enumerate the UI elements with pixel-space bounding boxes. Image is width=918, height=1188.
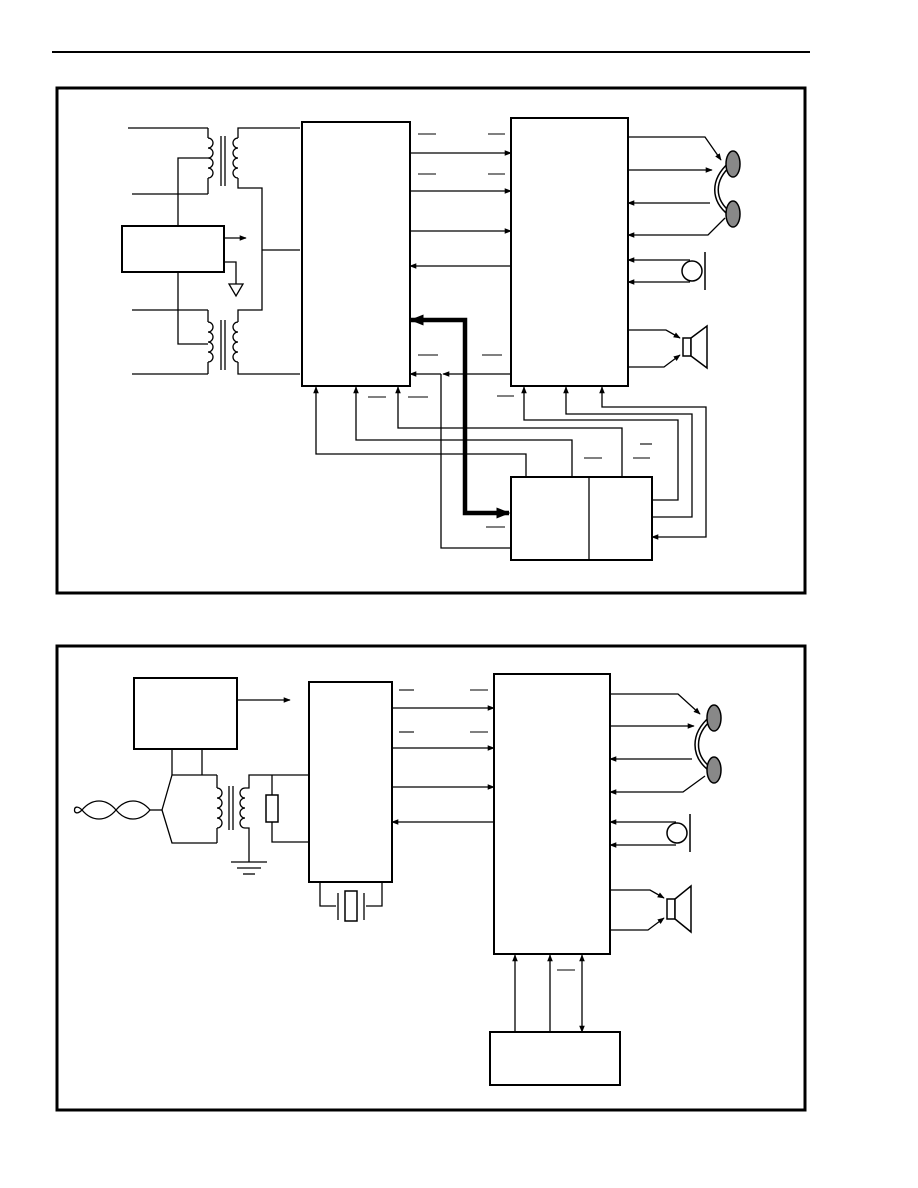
codec-processor-signals-2 [391,689,495,825]
block-left-small [121,225,225,273]
controller-feedback-lines [313,386,707,540]
resistor-icon [265,794,279,823]
speaker-icon-2 [666,884,692,934]
ground-icon [227,283,245,298]
block-top-left [133,677,238,750]
speaker-lines [628,329,681,368]
top-figure [55,86,807,595]
bottom-figure [55,644,807,1112]
block-codec [301,121,411,387]
handset-icon [714,150,741,228]
processor-bottom-links [512,954,585,1033]
transformer-icon [216,774,308,862]
microphone-lines-2 [609,819,676,848]
crystal-icon [319,882,383,922]
handset-lines [627,136,726,238]
data-bus [409,314,511,519]
top-line-wires [128,127,208,375]
block-processor [510,117,629,387]
speaker-lines-2 [610,889,665,931]
ground-wire [224,261,237,284]
microphone-icon [681,252,706,290]
speaker-icon [682,324,708,370]
handset-lines-2 [609,693,706,795]
block-controller [510,476,653,561]
top-figure-frame [55,86,807,595]
line-transformer-lower [207,249,300,375]
block-bottom [489,1031,621,1086]
handset-icon-2 [694,704,722,784]
bottom-figure-frame [55,644,807,1112]
bottom-signal-row [409,371,511,549]
twisted-pair-icon [73,774,217,844]
microphone-icon-2 [666,814,691,852]
block-codec-2 [308,681,393,883]
ground-symbol [231,861,267,875]
microphone-lines [627,257,690,285]
line-transformer-upper [207,127,300,250]
block-processor-2 [493,673,611,955]
